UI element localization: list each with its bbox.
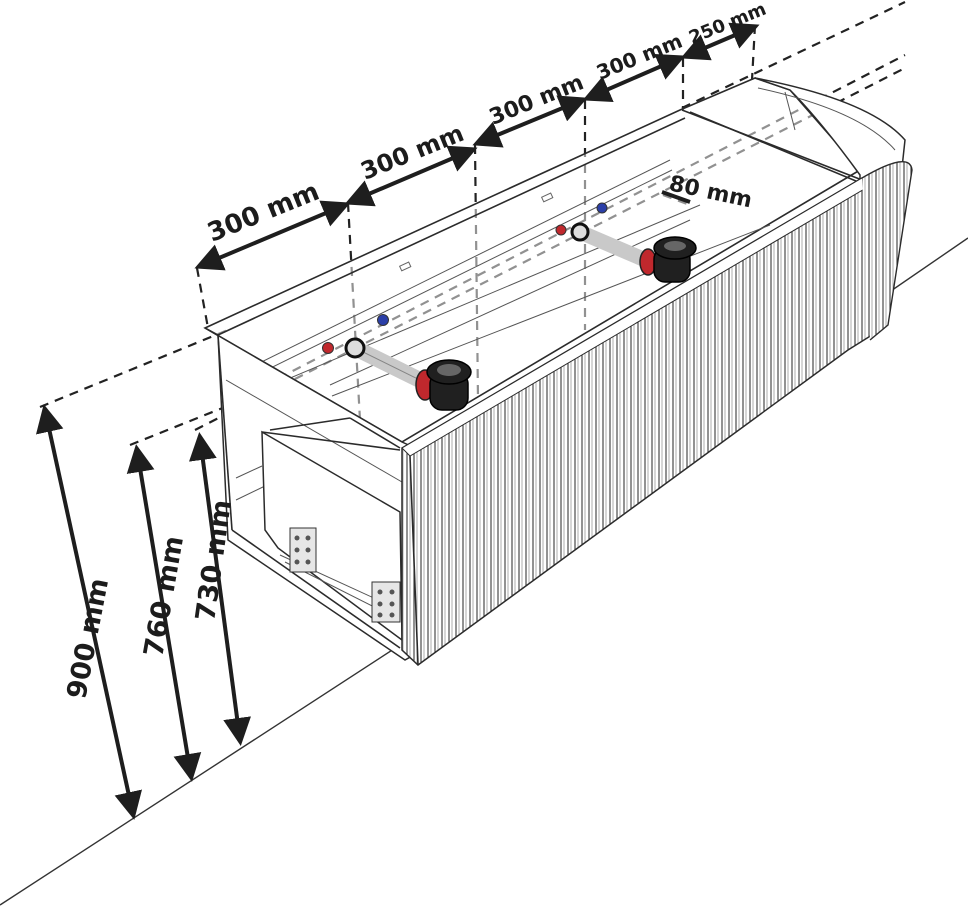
dim-line-offset (661, 190, 691, 204)
plumbing-left (322, 314, 472, 411)
siphon-icon (415, 359, 472, 411)
width-label-5: 250 mm (686, 0, 769, 49)
height-line-760 (126, 444, 202, 782)
height-label-760: 760 mm (138, 534, 190, 660)
width-label-3: 300 mm (486, 70, 588, 130)
height-label-900: 900 mm (61, 576, 115, 702)
height-label-730: 730 mm (190, 498, 238, 623)
dim-line-1 (194, 200, 351, 271)
drain-outlet-icon (344, 337, 366, 359)
drain-outlet-icon (570, 222, 590, 242)
cold-water-connection-icon (596, 202, 608, 214)
hot-water-connection-icon (555, 224, 567, 236)
plumbing-right (555, 202, 697, 283)
wall-mount-brackets (398, 192, 554, 272)
dim-line-4 (582, 53, 686, 103)
fluted-front-panel (401, 161, 913, 666)
drawer-hinge-icon (289, 527, 401, 623)
height-line-900 (36, 404, 142, 820)
height-dimensions: 900 mm 760 mm 730 mm (36, 404, 251, 820)
cold-water-connection-icon (377, 314, 389, 326)
height-line-730 (189, 432, 251, 746)
hot-water-connection-icon (322, 342, 334, 354)
dim-line-3 (472, 95, 588, 148)
dim-line-5 (680, 22, 760, 61)
siphon-icon (639, 236, 697, 283)
dim-line-2 (344, 145, 478, 207)
